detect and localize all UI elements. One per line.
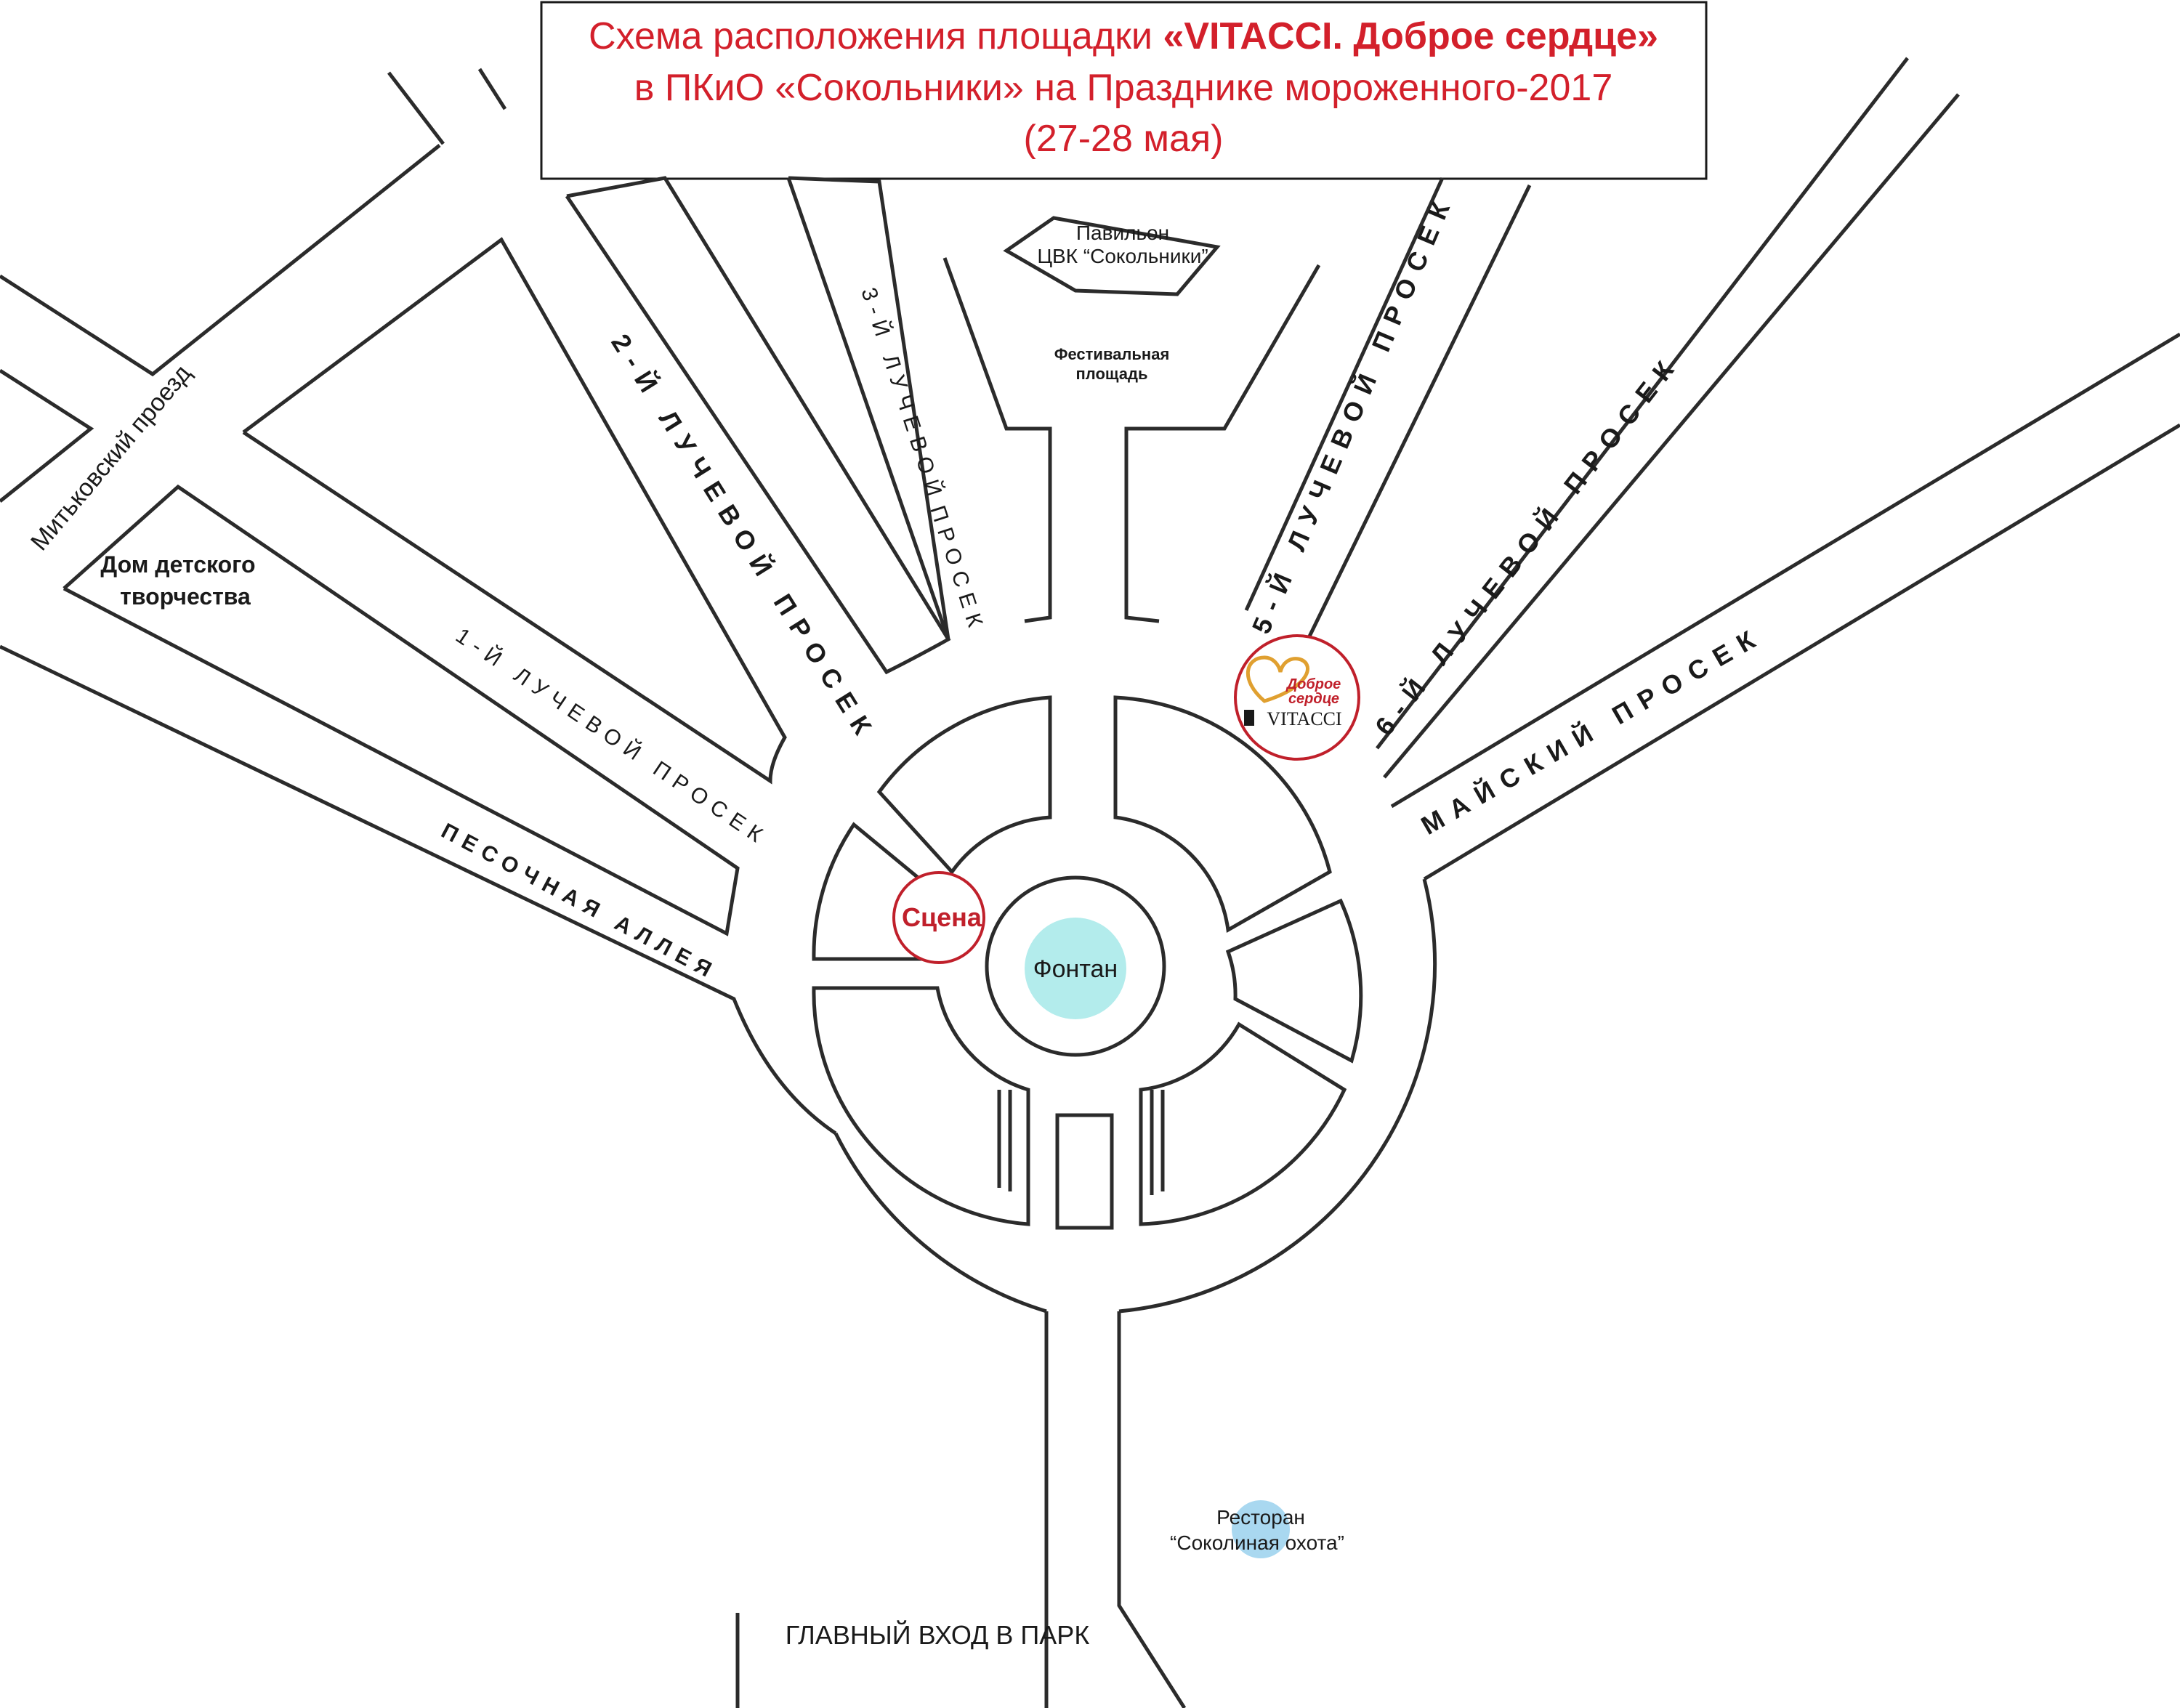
festival-right-edge <box>1124 264 1321 623</box>
outer-ring <box>833 878 1437 1314</box>
logo-brand: VITACCI <box>1267 708 1341 729</box>
stage-label: Сцена <box>902 902 982 932</box>
mitkovsky-road-top-edge-2 <box>387 71 445 145</box>
street-label-ray6: 6-Й ЛУЧЕВОЙ ПРОСЕК <box>1368 347 1685 741</box>
main-entrance-label: ГЛАВНЫЙ ВХОД В ПАРК <box>786 1619 1090 1650</box>
restaurant-marker: Ресторан “Соколиная охота” <box>1170 1500 1344 1558</box>
ray6-left-edge <box>1376 57 1909 750</box>
inner-block-e <box>1225 898 1363 1064</box>
stage-circle <box>892 871 985 964</box>
street-label-mitkovsky: Митьковский проезд <box>25 360 196 556</box>
pesochnaya-edge <box>0 644 837 1136</box>
block-north-west <box>242 237 787 785</box>
inner-block-se <box>1139 1021 1347 1226</box>
mitkovsky-road-top-edge <box>0 144 441 377</box>
block-ray3-lower <box>786 177 950 640</box>
path-lines-se <box>1150 1090 1165 1195</box>
vitacci-mark-icon <box>1244 710 1254 726</box>
heart-icon <box>1246 655 1309 703</box>
mitkovsky-road-bottom-edge <box>0 368 94 503</box>
title-line2: в ПКиО «Сокольники» на Празднике морожен… <box>634 67 1613 109</box>
restaurant-circle <box>1232 1500 1290 1558</box>
title-line3: (27-28 мая) <box>1024 118 1224 160</box>
block-ray2 <box>565 176 951 675</box>
mitkovsky-road-stub <box>477 68 507 110</box>
maysky-top-edge <box>1390 332 2180 809</box>
block-ray3 <box>788 176 950 640</box>
road-network <box>0 57 2180 1708</box>
stage-marker: Сцена <box>892 871 985 964</box>
inner-block-ne <box>1113 695 1332 934</box>
pavilion-label-line2: ЦВК “Сокольники” <box>1037 245 1208 267</box>
inner-block-sw <box>812 986 1030 1226</box>
svg-text:Схема расположения площадки «V: Схема расположения площадки «VITACCI. До… <box>589 15 1658 57</box>
street-label-pesochnaya: ПЕСОЧНАЯ АЛЛЕЯ <box>437 819 722 985</box>
street-label-ray5: 5-Й ЛУЧЕВОЙ ПРОСЕК <box>1246 188 1460 639</box>
street-label-ray2: 2-Й ЛУЧЕВОЙ ПРОСЕК <box>605 328 884 748</box>
title-brand: «VITACCI. Доброе сердце» <box>1163 15 1658 57</box>
maysky-bottom-edge <box>1423 423 2180 881</box>
south-road-right <box>1117 1311 1187 1708</box>
ray5-right-edge <box>1306 184 1532 641</box>
restaurant-label-line2: “Соколиная охота” <box>1170 1531 1344 1554</box>
festival-label-line2: площадь <box>1076 365 1148 383</box>
fountain-ring <box>985 875 1166 1057</box>
fountain-circle <box>1025 918 1126 1019</box>
street-label-maysky: МАЙСКИЙ ПРОСЕК <box>1416 619 1769 841</box>
dom-label-line1: Дом детского <box>100 551 255 578</box>
logo-line1: Доброе <box>1285 676 1341 692</box>
festival-label-line1: Фестивальная <box>1054 345 1170 363</box>
title-box: Схема расположения площадки «VITACCI. До… <box>540 1 1708 180</box>
title-line1-prefix: Схема расположения площадки <box>589 15 1163 57</box>
dom-label-line2: творчества <box>120 583 251 610</box>
pavilion-label-line1: Павильон <box>1076 222 1169 244</box>
vitacci-logo-circle <box>1234 634 1360 761</box>
street-label-ray3a: 3-Й ЛУЧЕВОЙ <box>856 285 949 506</box>
ray6-right-edge <box>1383 93 1960 779</box>
path-lines-sw <box>997 1090 1012 1191</box>
pavilion-outline <box>1003 216 1221 296</box>
logo-line2: сердце <box>1288 691 1339 707</box>
restaurant-label-line1: Ресторан <box>1216 1506 1305 1529</box>
inner-block-nw <box>876 695 1052 875</box>
fountain-marker: Фонтан <box>1025 918 1126 1019</box>
block-dom-tvorchestva <box>62 484 740 936</box>
ray5-left-edge <box>1244 177 1445 612</box>
vitacci-logo-marker: Доброе сердце VITACCI <box>1234 634 1360 761</box>
festival-left-edge <box>942 257 1052 623</box>
fountain-label: Фонтан <box>1033 955 1118 983</box>
inner-block-s <box>1055 1113 1114 1230</box>
